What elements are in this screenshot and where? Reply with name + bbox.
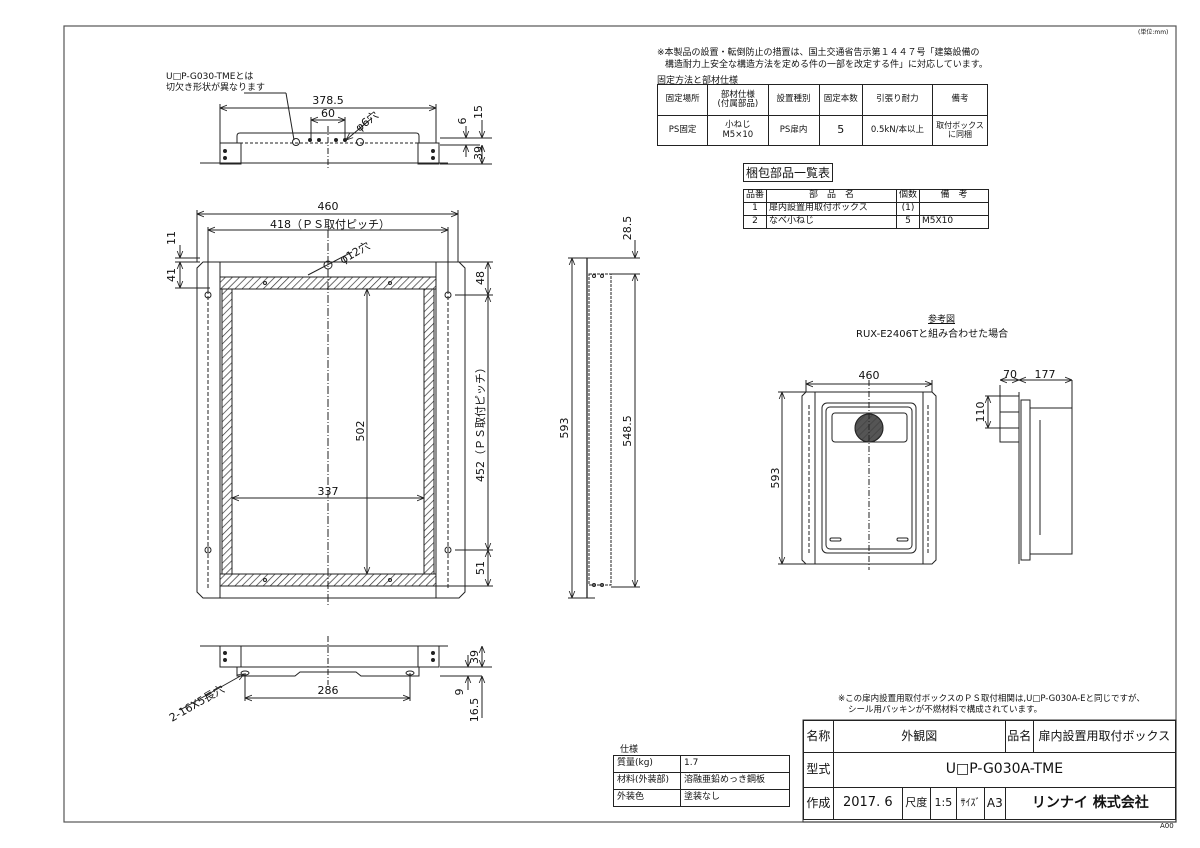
svg-text:460: 460: [859, 369, 880, 382]
header-cell: 備考: [931, 84, 989, 116]
header-cell: 固定本数: [818, 84, 863, 116]
svg-text:6: 6: [456, 118, 469, 125]
table-cell: 2: [743, 215, 767, 229]
svg-text:110: 110: [974, 402, 987, 423]
svg-text:11: 11: [165, 231, 178, 245]
spec-label: 外装色: [613, 789, 681, 807]
svg-text:452（ＰＳ取付ピッチ）: 452（ＰＳ取付ピッチ）: [474, 362, 487, 482]
table-cell: 扉内設置用取付ボックス: [766, 202, 897, 216]
size-label: ｻｲｽﾞ: [956, 787, 985, 820]
name-value: 外観図: [832, 720, 1006, 753]
spec-label: 質量(kg): [613, 755, 681, 773]
top-view-note-line1: U□P-G030-TMEとは: [166, 72, 254, 82]
top-view-note-line2: 切欠き形状が異なります: [166, 83, 266, 93]
side-view: [568, 240, 640, 599]
model-label: 型式: [803, 752, 834, 788]
product-value: 扉内設置用取付ボックス: [1032, 720, 1177, 753]
svg-text:φ6穴: φ6穴: [352, 108, 381, 135]
created-label: 作成: [803, 787, 834, 820]
header-cell: 引張り耐力: [861, 84, 933, 116]
table-cell: 5: [818, 115, 863, 146]
table-cell: 取付ボックス に同梱: [931, 115, 989, 146]
svg-text:41: 41: [165, 268, 178, 282]
header-cell: 品番: [743, 189, 767, 203]
company-name: リンナイ 株式会社: [1004, 787, 1177, 820]
created-value: 2017. 6: [832, 787, 903, 820]
svg-text:593: 593: [558, 418, 571, 439]
header-cell: 固定場所: [656, 84, 709, 116]
title-block: 名称 外観図 品名 扉内設置用取付ボックス 型式 U□P-G030A-TME 作…: [803, 720, 1177, 820]
spec-value: 溶融亜鉛めっき鋼板: [680, 772, 790, 790]
svg-text:51: 51: [474, 561, 487, 575]
unit-label: (単位:mm): [1138, 29, 1169, 36]
product-label: 品名: [1004, 720, 1034, 753]
svg-text:177: 177: [1035, 368, 1056, 381]
table-cell: PS固定: [656, 115, 709, 146]
bottom-view: [179, 636, 492, 718]
table-cell: 0.5kN/本以上: [861, 115, 933, 146]
size-value: A3: [983, 787, 1006, 820]
fixing-table-title: 固定方法と部材仕様: [657, 76, 739, 86]
svg-text:418（ＰＳ取付ピッチ）: 418（ＰＳ取付ピッチ）: [270, 218, 390, 231]
table-cell: M5X10: [919, 215, 989, 229]
table-cell: 5: [896, 215, 920, 229]
packing-note-line2: シール用パッキンが不燃材料で構成されています。: [848, 705, 1043, 715]
svg-text:48: 48: [474, 271, 487, 285]
reference-title: 参考図: [928, 315, 956, 325]
table-cell: 1: [743, 202, 767, 216]
table-cell: PS扉内: [767, 115, 820, 146]
svg-text:548.5: 548.5: [621, 415, 634, 447]
reference-front-view: [778, 380, 937, 570]
scale-value: 1:5: [929, 787, 958, 820]
svg-text:286: 286: [318, 684, 339, 697]
model-value: U□P-G030A-TME: [832, 752, 1177, 788]
name-label: 名称: [803, 720, 834, 753]
header-cell: 備 考: [919, 189, 989, 203]
sheet-border: [63, 25, 1177, 823]
svg-text:378.5: 378.5: [312, 94, 344, 107]
parts-table-title: 梱包部品一覧表: [743, 163, 834, 182]
svg-text:337: 337: [318, 485, 339, 498]
svg-text:502: 502: [354, 421, 367, 442]
spec-label: 材料(外装部): [613, 772, 681, 790]
header-cell: 部 品 名: [766, 189, 897, 203]
fixing-method-table: 固定場所 部材仕様 (付属部品) 設置種別 固定本数 引張り耐力 備考 PS固定…: [656, 84, 989, 146]
svg-text:9: 9: [453, 689, 466, 696]
packing-note-line1: ※この扉内設置用取付ボックスのＰＳ取付相関は,U□P-G030A-Eと同じですが…: [838, 694, 1145, 704]
table-cell: なべ小ねじ: [766, 215, 897, 229]
header-cell: 部材仕様 (付属部品): [707, 84, 769, 116]
svg-text:15: 15: [472, 105, 485, 119]
svg-text:70: 70: [1003, 368, 1017, 381]
svg-text:460: 460: [318, 200, 339, 213]
table-cell: [919, 202, 989, 216]
revision-label: A00: [1160, 822, 1174, 830]
reference-side-view: [985, 380, 1073, 564]
reference-subtitle: RUX-E2406Tと組み合わせた場合: [856, 329, 1009, 340]
scale-label: 尺度: [901, 787, 931, 820]
svg-text:593: 593: [769, 468, 782, 489]
table-cell: 小ねじ M5×10: [707, 115, 769, 146]
header-cell: 設置種別: [767, 84, 820, 116]
spec-table: 質量(kg) 1.7 材料(外装部) 溶融亜鉛めっき鋼板 外装色 塗装なし: [613, 755, 790, 807]
table-cell: (1): [896, 202, 920, 216]
packing-parts-table: 品番 部 品 名 個数 備 考 1 扉内設置用取付ボックス (1) 2 なべ小ね…: [743, 189, 989, 229]
svg-text:39: 39: [472, 146, 485, 160]
compliance-note-line1: ※本製品の設置・転倒防止の措置は、国土交通省告示第１４４７号「建築設備の: [657, 48, 980, 58]
svg-text:16.5: 16.5: [468, 698, 481, 723]
compliance-note-line2: 構造耐力上安全な構造方法を定める件の一部を改定する件」に対応しています。: [665, 60, 988, 70]
front-view: [175, 210, 493, 605]
svg-text:39: 39: [468, 650, 481, 664]
spec-value: 1.7: [680, 755, 790, 773]
svg-text:2-16X5長穴: 2-16X5長穴: [167, 682, 227, 725]
spec-value: 塗装なし: [680, 789, 790, 807]
top-view: [200, 92, 492, 170]
header-cell: 個数: [896, 189, 920, 203]
svg-text:60: 60: [321, 107, 335, 120]
svg-text:28.5: 28.5: [621, 216, 634, 241]
spec-table-title: 仕様: [620, 745, 639, 755]
